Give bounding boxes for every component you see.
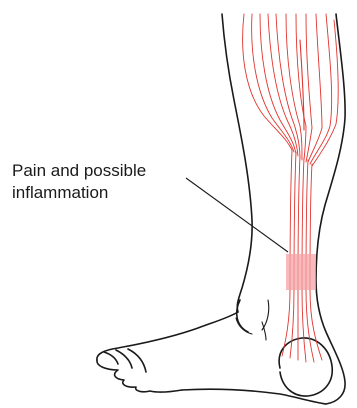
inflammation-highlight [286, 254, 316, 290]
callout-label-line-2: inflammation [12, 182, 212, 204]
toe-line-2 [116, 350, 132, 368]
heel-bone [279, 338, 332, 396]
callout-label-line-1: Pain and possible [12, 160, 212, 182]
foot-top-contour [97, 312, 238, 360]
toes-contour [97, 360, 182, 392]
callout-label: Pain and possible inflammation [12, 160, 212, 204]
shin-front-contour [222, 14, 252, 312]
toe-line-3 [128, 349, 146, 372]
toe-line-1 [104, 352, 118, 364]
calf-muscle-fibers [243, 14, 339, 166]
ankle-bone-bump [237, 300, 248, 332]
